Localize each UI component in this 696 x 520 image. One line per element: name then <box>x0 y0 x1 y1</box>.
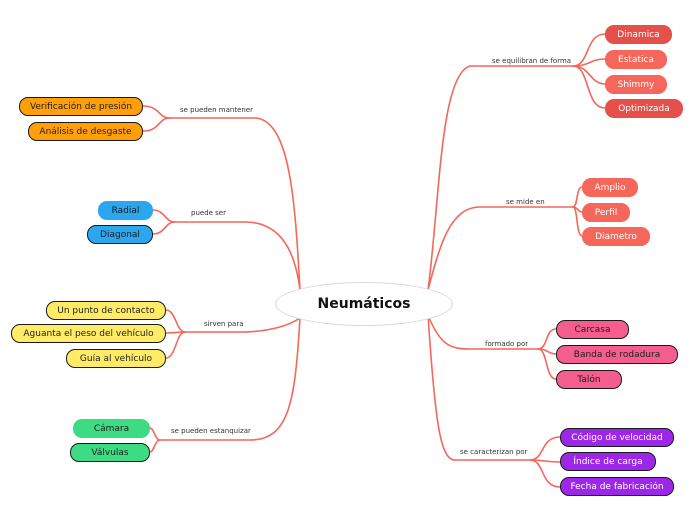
connector-equilibran: se equilibran de forma <box>492 57 572 65</box>
topic-amplio[interactable]: Amplio <box>582 178 638 197</box>
topic-optimizada[interactable]: Optimizada <box>605 99 683 118</box>
topic-diagonal[interactable]: Diagonal <box>87 225 153 244</box>
connector-puede-ser: puede ser <box>191 209 226 217</box>
topic-guia-al-vehiculo[interactable]: Guía al vehículo <box>66 349 166 368</box>
topic-aguanta-el-peso[interactable]: Aguanta el peso del vehículo <box>11 324 166 343</box>
topic-talon[interactable]: Talón <box>556 370 622 389</box>
link-center-caracterizan <box>427 314 531 461</box>
topic-carcasa[interactable]: Carcasa <box>556 320 629 339</box>
connector-sirven: sirven para <box>204 320 244 328</box>
topic-fecha-de-fabricacion[interactable]: Fecha de fabricación <box>560 477 674 496</box>
topic-diametro[interactable]: Diametro <box>582 227 650 246</box>
connector-mantener: se pueden mantener <box>180 106 253 114</box>
link-center-equilibran <box>427 65 574 291</box>
link-center-formado <box>427 314 539 350</box>
topic-un-punto-de-contacto[interactable]: Un punto de contacto <box>46 301 166 320</box>
topic-analisis-de-desgaste[interactable]: Análisis de desgaste <box>28 122 143 141</box>
topic-dinamica[interactable]: Dinamica <box>605 25 672 44</box>
topic-indice-de-carga[interactable]: Índice de carga <box>560 452 656 471</box>
connector-estanquizar: se pueden estanquizar <box>171 427 251 435</box>
topic-banda-de-rodadura[interactable]: Banda de rodadura <box>556 345 678 364</box>
topic-perfil[interactable]: Perfil <box>582 203 630 222</box>
topic-verificacion-de-presion[interactable]: Verificación de presión <box>19 97 143 116</box>
link-center-sirven <box>184 317 301 333</box>
topic-camara[interactable]: Cámara <box>73 419 150 438</box>
topic-codigo-de-velocidad[interactable]: Código de velocidad <box>560 428 674 447</box>
central-topic[interactable]: Neumáticos <box>275 282 453 326</box>
topic-shimmy[interactable]: Shimmy <box>605 75 667 94</box>
link-center-estanquizar <box>159 317 301 441</box>
link-center-puede-ser <box>174 221 301 291</box>
connector-mide: se mide en <box>506 198 545 206</box>
connector-caracterizan: se caracterizan por <box>460 448 528 456</box>
topic-valvulas[interactable]: Válvulas <box>70 443 150 462</box>
topic-radial[interactable]: Radial <box>98 201 153 220</box>
connector-formado: formado por <box>485 340 529 348</box>
link-center-mide <box>427 206 574 291</box>
link-center-mantener <box>169 117 301 291</box>
topic-estatica[interactable]: Estatica <box>605 50 667 69</box>
